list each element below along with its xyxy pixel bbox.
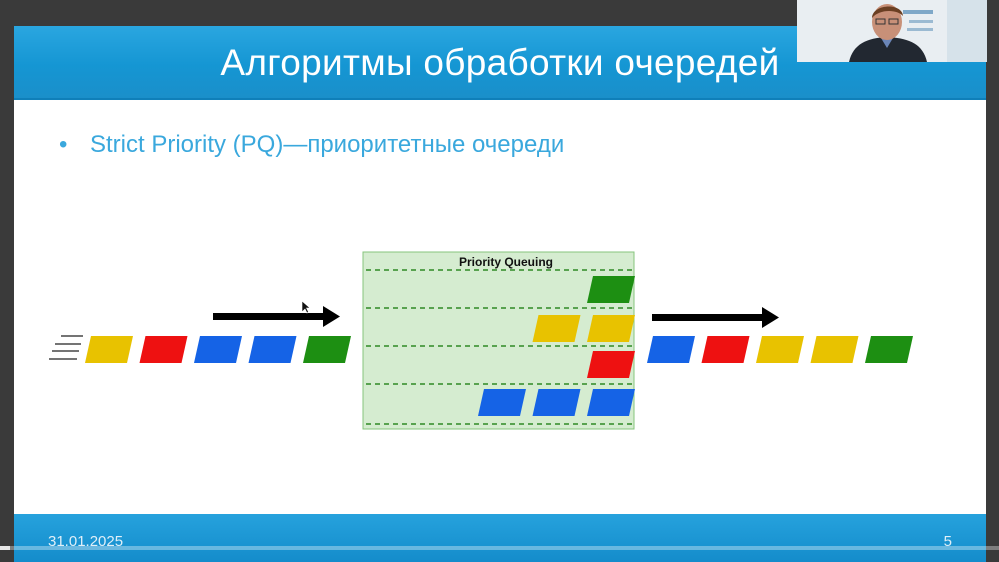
motion-lines-icon	[49, 335, 83, 360]
queue-0-packet-green	[587, 276, 635, 303]
footer-date: 31.01.2025	[48, 533, 124, 550]
video-progress-fill	[0, 546, 10, 550]
mouse-cursor-icon	[301, 300, 311, 314]
slide-footer: 31.01.2025 5	[14, 514, 986, 562]
input-packet-yellow	[85, 336, 133, 363]
input-packet-blue	[248, 336, 297, 363]
presenter-webcam	[797, 0, 987, 62]
output-packet-green	[865, 336, 913, 363]
packets	[85, 276, 913, 416]
input-packet-blue	[194, 336, 242, 363]
output-packet-red	[701, 336, 750, 363]
queue-3-packet-blue	[532, 389, 581, 416]
queue-3-packet-blue	[478, 389, 526, 416]
page-number: 5	[943, 533, 952, 550]
output-packet-yellow	[756, 336, 804, 363]
output-arrow-icon	[652, 307, 779, 328]
output-packet-blue	[647, 336, 695, 363]
presenter-avatar	[797, 0, 987, 62]
queue-1-packet-yellow	[587, 315, 635, 342]
queue-3-packet-blue	[587, 389, 635, 416]
output-packet-yellow	[810, 336, 859, 363]
bullet-icon: •	[59, 131, 68, 158]
queue-1-packet-yellow	[532, 315, 581, 342]
slide-title: Алгоритмы обработки очередей	[220, 42, 780, 83]
input-arrow-icon	[213, 306, 340, 327]
video-progress-bar[interactable]	[0, 546, 999, 550]
input-packet-green	[303, 336, 351, 363]
input-packet-red	[139, 336, 188, 363]
queue-2-packet-red	[587, 351, 635, 378]
priority-queue-label: Priority Queuing	[459, 255, 553, 269]
bullet-text: Strict Priority (PQ)—приоритетные очеред…	[90, 131, 565, 158]
